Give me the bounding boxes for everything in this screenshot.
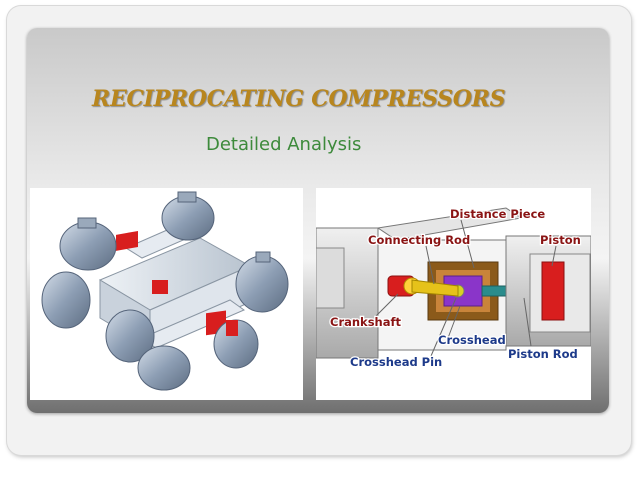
label-piston: Piston xyxy=(540,233,581,247)
label-crankshaft: Crankshaft xyxy=(330,315,402,329)
label-connecting-rod: Connecting Rod xyxy=(368,233,470,247)
label-crosshead-pin: Crosshead Pin xyxy=(350,355,442,369)
label-distance-piece: Distance Piece xyxy=(450,207,545,221)
slide-subtitle: Detailed Analysis xyxy=(206,134,362,155)
label-crosshead: Crosshead xyxy=(438,333,506,347)
compressor-cross-section-diagram: Distance Piece Connecting Rod Piston Cra… xyxy=(316,188,591,400)
compressor-3d-image xyxy=(30,188,303,400)
label-piston-rod: Piston Rod xyxy=(508,347,578,361)
slide-title: RECIPROCATING COMPRESSORS xyxy=(92,86,506,112)
